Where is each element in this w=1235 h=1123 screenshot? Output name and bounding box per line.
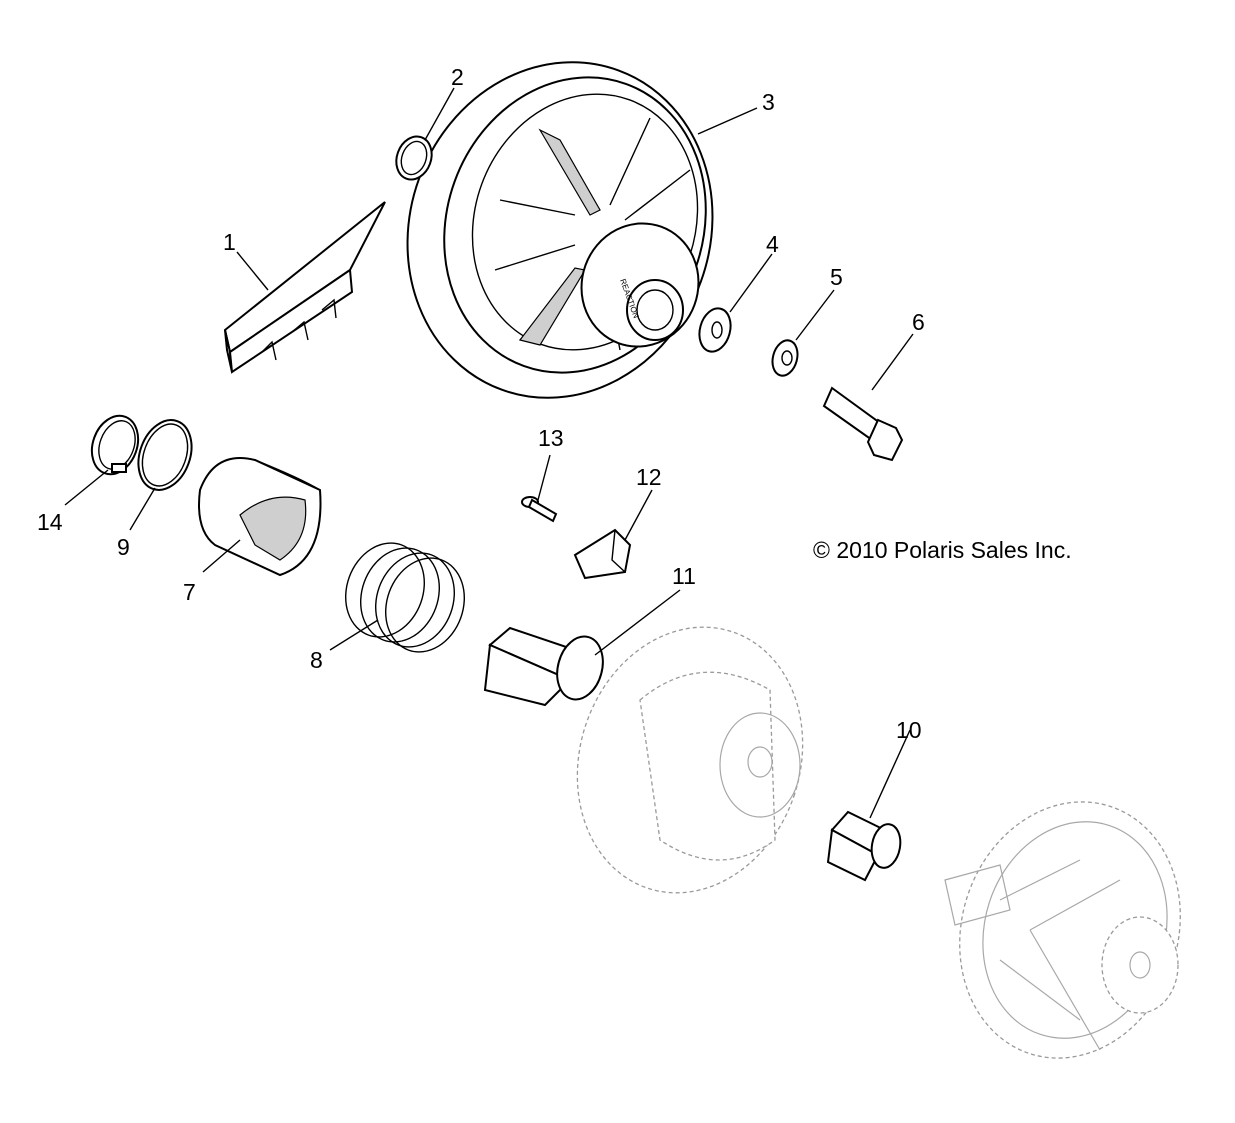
callout-6: 6 [912,309,925,335]
leader-14 [64,469,109,506]
callout-labels: 1 2 3 4 5 6 7 8 9 10 11 12 13 14 [37,64,925,743]
leader-13 [537,454,551,501]
leader-7 [202,539,241,573]
callout-12: 12 [636,464,662,490]
part-8-spring [344,542,466,653]
leader-8 [329,619,379,651]
callout-14: 14 [37,509,63,535]
part-3-moveable-sheave: REACTION [406,61,714,399]
part-9-ring [137,419,193,491]
part-14-retaining-ring [90,414,140,476]
leader-9 [129,487,156,531]
callout-8: 8 [310,647,323,673]
part-2-o-ring [395,135,433,181]
part-11-bushing [483,626,604,707]
copyright-notice: © 2010 Polaris Sales Inc. [813,537,1072,563]
part-10-bushing [826,810,902,882]
leader-4 [729,253,773,313]
callout-1: 1 [223,229,236,255]
part-12-roller-button [573,528,632,580]
stationary-sheave-ghost [576,626,804,894]
part-5-lock-washer [771,339,799,377]
part-13-pin [521,496,558,523]
callout-10: 10 [896,717,922,743]
callout-11: 11 [672,563,696,589]
part-4-washer [698,307,732,353]
leader-3 [697,107,758,135]
part-7-helix [198,457,322,577]
callout-2: 2 [451,64,464,90]
callout-4: 4 [766,231,779,257]
leader-6 [871,333,914,391]
leader-5 [795,289,835,341]
part-6-bolt [822,386,904,462]
leader-lines [64,87,914,819]
leader-1 [236,251,269,291]
leader-12 [624,489,653,541]
callout-5: 5 [830,264,843,290]
leader-11 [594,589,681,656]
part-1-drive-belt [223,201,386,374]
driven-clutch-assembly-ghost [944,801,1181,1059]
callout-3: 3 [762,89,775,115]
callout-13: 13 [538,425,564,451]
leader-10 [869,729,911,819]
leader-2 [424,87,455,141]
callout-9: 9 [117,534,130,560]
callout-7: 7 [183,579,196,605]
